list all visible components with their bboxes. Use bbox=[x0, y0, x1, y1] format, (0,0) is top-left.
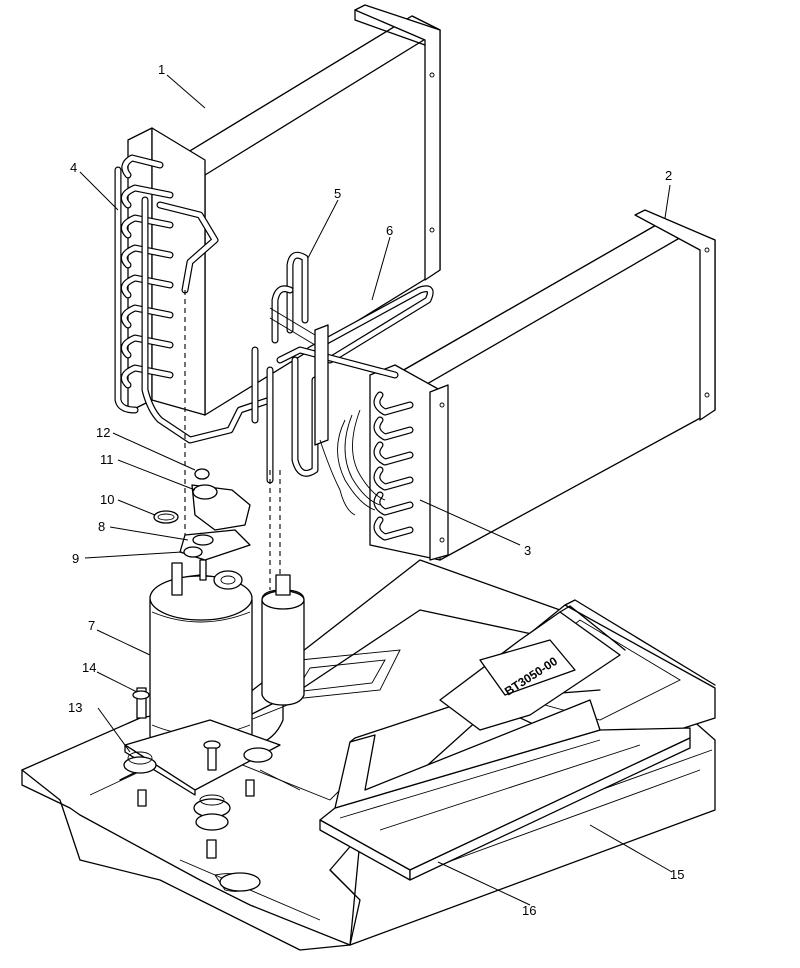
hairpin-tubes-4 bbox=[114, 154, 274, 444]
terminal-parts bbox=[153, 468, 251, 561]
callout-7: 7 bbox=[88, 618, 95, 633]
callout-9: 9 bbox=[72, 551, 79, 566]
assembly-lines bbox=[184, 290, 281, 590]
callout-6: 6 bbox=[386, 223, 393, 238]
callout-11: 11 bbox=[100, 452, 114, 467]
condenser-coil-2 bbox=[369, 209, 716, 561]
leader-lines bbox=[79, 74, 673, 906]
callout-10: 10 bbox=[100, 492, 114, 507]
hairpin-tubes-coil-2 bbox=[337, 391, 414, 541]
suction-discharge-tubes bbox=[251, 251, 434, 516]
callout-5: 5 bbox=[334, 186, 341, 201]
drain-tray-16 bbox=[319, 689, 691, 881]
terminal-9 bbox=[183, 546, 203, 558]
callout-3: 3 bbox=[524, 543, 531, 558]
callout-labels: 1 2 3 4 5 6 7 8 9 10 11 12 13 14 15 16 bbox=[68, 62, 684, 918]
nut-12 bbox=[194, 468, 210, 480]
callout-14: 14 bbox=[82, 660, 96, 675]
callout-13: 13 bbox=[68, 700, 82, 715]
clip-10 bbox=[153, 510, 179, 524]
callout-16: 16 bbox=[522, 903, 536, 918]
callout-8: 8 bbox=[98, 519, 105, 534]
callout-1: 1 bbox=[158, 62, 165, 77]
callout-2: 2 bbox=[665, 168, 672, 183]
callout-15: 15 bbox=[670, 867, 684, 882]
mounting-feet-13 bbox=[123, 687, 281, 859]
upper-pan-stamp: BT3050-00 bbox=[439, 605, 626, 731]
callout-4: 4 bbox=[70, 160, 77, 175]
callout-12: 12 bbox=[96, 425, 110, 440]
